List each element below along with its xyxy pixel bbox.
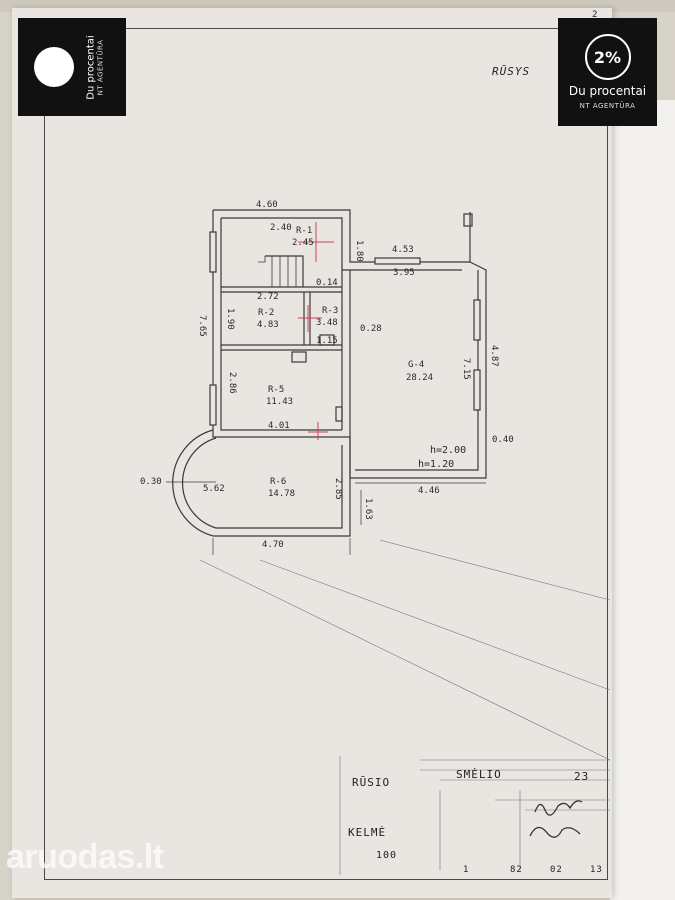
- dim-label: 2.40: [270, 223, 292, 233]
- dim-label: 4.60: [256, 200, 278, 210]
- dim-label: 0.30: [140, 477, 162, 487]
- footer-smelio: SMĖLIO: [456, 768, 502, 781]
- footer-number-100: 100: [376, 850, 398, 861]
- room-area: 14.78: [268, 489, 295, 499]
- footer-number: 13: [590, 865, 603, 875]
- percent-badge-icon: 2%: [584, 34, 631, 80]
- room-id: R-1: [296, 226, 312, 236]
- height-label: h=1.20: [418, 459, 454, 470]
- logo-mark-icon: [34, 47, 74, 87]
- dim-label: 1.15: [316, 336, 338, 346]
- footer-rusio: RŪSIO: [352, 776, 391, 789]
- logo-right: 2% Du procentai NT AGENTŪRA: [558, 18, 657, 126]
- room-id: R-6: [270, 477, 286, 487]
- watermark-text: aruodas.lt: [6, 838, 164, 876]
- room-id: R-2: [258, 308, 274, 318]
- room-id: R-5: [268, 385, 284, 395]
- dim-label: 4.01: [268, 421, 290, 431]
- dim-label: 3.95: [393, 268, 415, 278]
- room-area: 3.48: [316, 318, 338, 328]
- room-id: G-4: [408, 360, 424, 370]
- dim-label: 2.72: [257, 292, 279, 302]
- logo-name: Du procentai: [85, 34, 97, 100]
- footer-number-23: 23: [574, 770, 590, 783]
- height-label: h=2.00: [430, 445, 466, 456]
- dim-label: 1.63: [363, 498, 373, 520]
- footer-number: 82: [510, 865, 523, 875]
- room-area: 2.45: [292, 238, 314, 248]
- dim-label: 1.80: [354, 240, 364, 262]
- background-paper-right: [610, 100, 675, 900]
- site-watermark: aruodas.lt: [6, 838, 164, 877]
- dim-label: 2.85: [333, 478, 343, 500]
- dim-label: 4.87: [489, 345, 499, 367]
- dim-label: 4.53: [392, 245, 414, 255]
- dim-label: 7.15: [461, 358, 471, 380]
- dim-label: 4.46: [418, 486, 440, 496]
- logo-sub: NT AGENTŪRA: [96, 39, 105, 95]
- footer-number: 1: [463, 865, 470, 875]
- dim-label: 5.62: [203, 484, 225, 494]
- dim-label: 1.90: [225, 308, 235, 330]
- dim-label: 0.40: [492, 435, 514, 445]
- logo-badge: 2%: [593, 47, 622, 67]
- room-area: 4.83: [257, 320, 279, 330]
- signature: [529, 800, 583, 838]
- logo-name: Du procentai: [568, 84, 647, 98]
- drawing-frame: [44, 28, 608, 880]
- plan-sheet: 2: [12, 8, 612, 898]
- room-area: 28.24: [406, 373, 433, 383]
- footer-kelme: KELMĖ: [348, 826, 387, 839]
- logo-sub: NT AGENTŪRA: [579, 102, 636, 110]
- room-id: R-3: [322, 306, 338, 316]
- dim-label: 0.28: [360, 324, 382, 334]
- dim-label: 2.86: [227, 372, 237, 394]
- room-area: 11.43: [266, 397, 293, 407]
- plan-heading: RŪSYS: [492, 65, 531, 78]
- dim-label: 4.70: [262, 540, 284, 550]
- logo-left: Du procentai NT AGENTŪRA: [18, 18, 126, 116]
- footer-number: 02: [550, 865, 563, 875]
- dim-label: 7.65: [197, 315, 207, 337]
- page-mark: 2: [592, 10, 599, 20]
- dim-label: 0.14: [316, 278, 338, 288]
